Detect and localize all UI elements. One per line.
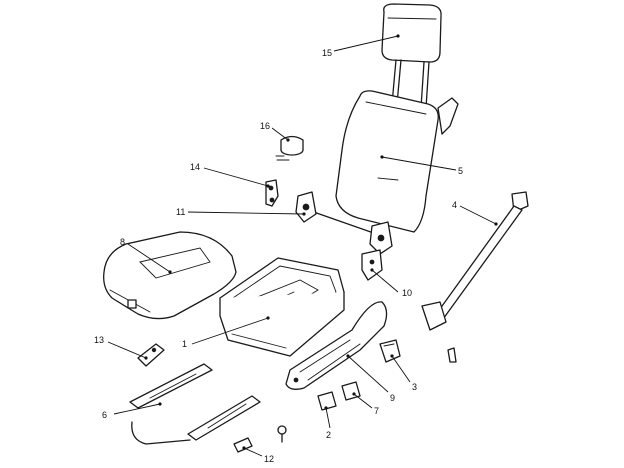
callout-label-16: 16 [260, 121, 270, 131]
callout-14: 14 [190, 162, 270, 188]
seat-rails [129, 363, 261, 445]
headrest [381, 3, 442, 109]
callout-7: 7 [352, 392, 379, 416]
callout-label-13: 13 [94, 335, 104, 345]
callout-label-6: 6 [102, 410, 107, 420]
callout-3: 3 [390, 354, 417, 392]
callout-11: 11 [176, 207, 306, 217]
callout-label-5: 5 [458, 166, 463, 176]
seat-cushion [103, 231, 237, 320]
callout-label-4: 4 [452, 200, 457, 210]
callout-4: 4 [452, 200, 498, 226]
seat-back [335, 90, 459, 233]
bracket-7 [341, 381, 361, 401]
callout-16: 16 [260, 121, 290, 142]
callout-label-14: 14 [190, 162, 200, 172]
clip-2 [317, 391, 337, 411]
seat-belt [421, 191, 529, 363]
recliner-bracket [361, 249, 383, 281]
callout-10: 10 [370, 268, 412, 298]
callout-label-2: 2 [326, 430, 331, 440]
callout-5: 5 [380, 155, 463, 176]
screw [277, 425, 287, 443]
side-trim [285, 301, 388, 390]
seat-frame [219, 257, 345, 357]
clip-12 [233, 437, 253, 453]
callout-label-10: 10 [402, 288, 412, 298]
buckle-clip [379, 339, 401, 363]
callout-15: 15 [322, 34, 400, 58]
callout-9: 9 [346, 354, 395, 403]
callout-label-15: 15 [322, 48, 332, 58]
callout-label-12: 12 [264, 454, 274, 464]
recliner-lever [265, 179, 279, 207]
callout-label-9: 9 [390, 393, 395, 403]
callout-1: 1 [182, 316, 270, 349]
callout-label-7: 7 [374, 406, 379, 416]
callout-12: 12 [242, 446, 274, 464]
callout-label-1: 1 [182, 339, 187, 349]
callout-13: 13 [94, 335, 148, 360]
callout-label-3: 3 [412, 382, 417, 392]
rail-cap [137, 343, 165, 367]
callout-2: 2 [324, 406, 331, 440]
callout-label-8: 8 [120, 237, 125, 247]
callout-label-11: 11 [176, 207, 185, 217]
callout-6: 6 [102, 402, 162, 420]
recliner-rod [295, 191, 393, 255]
callout-8: 8 [120, 237, 172, 274]
